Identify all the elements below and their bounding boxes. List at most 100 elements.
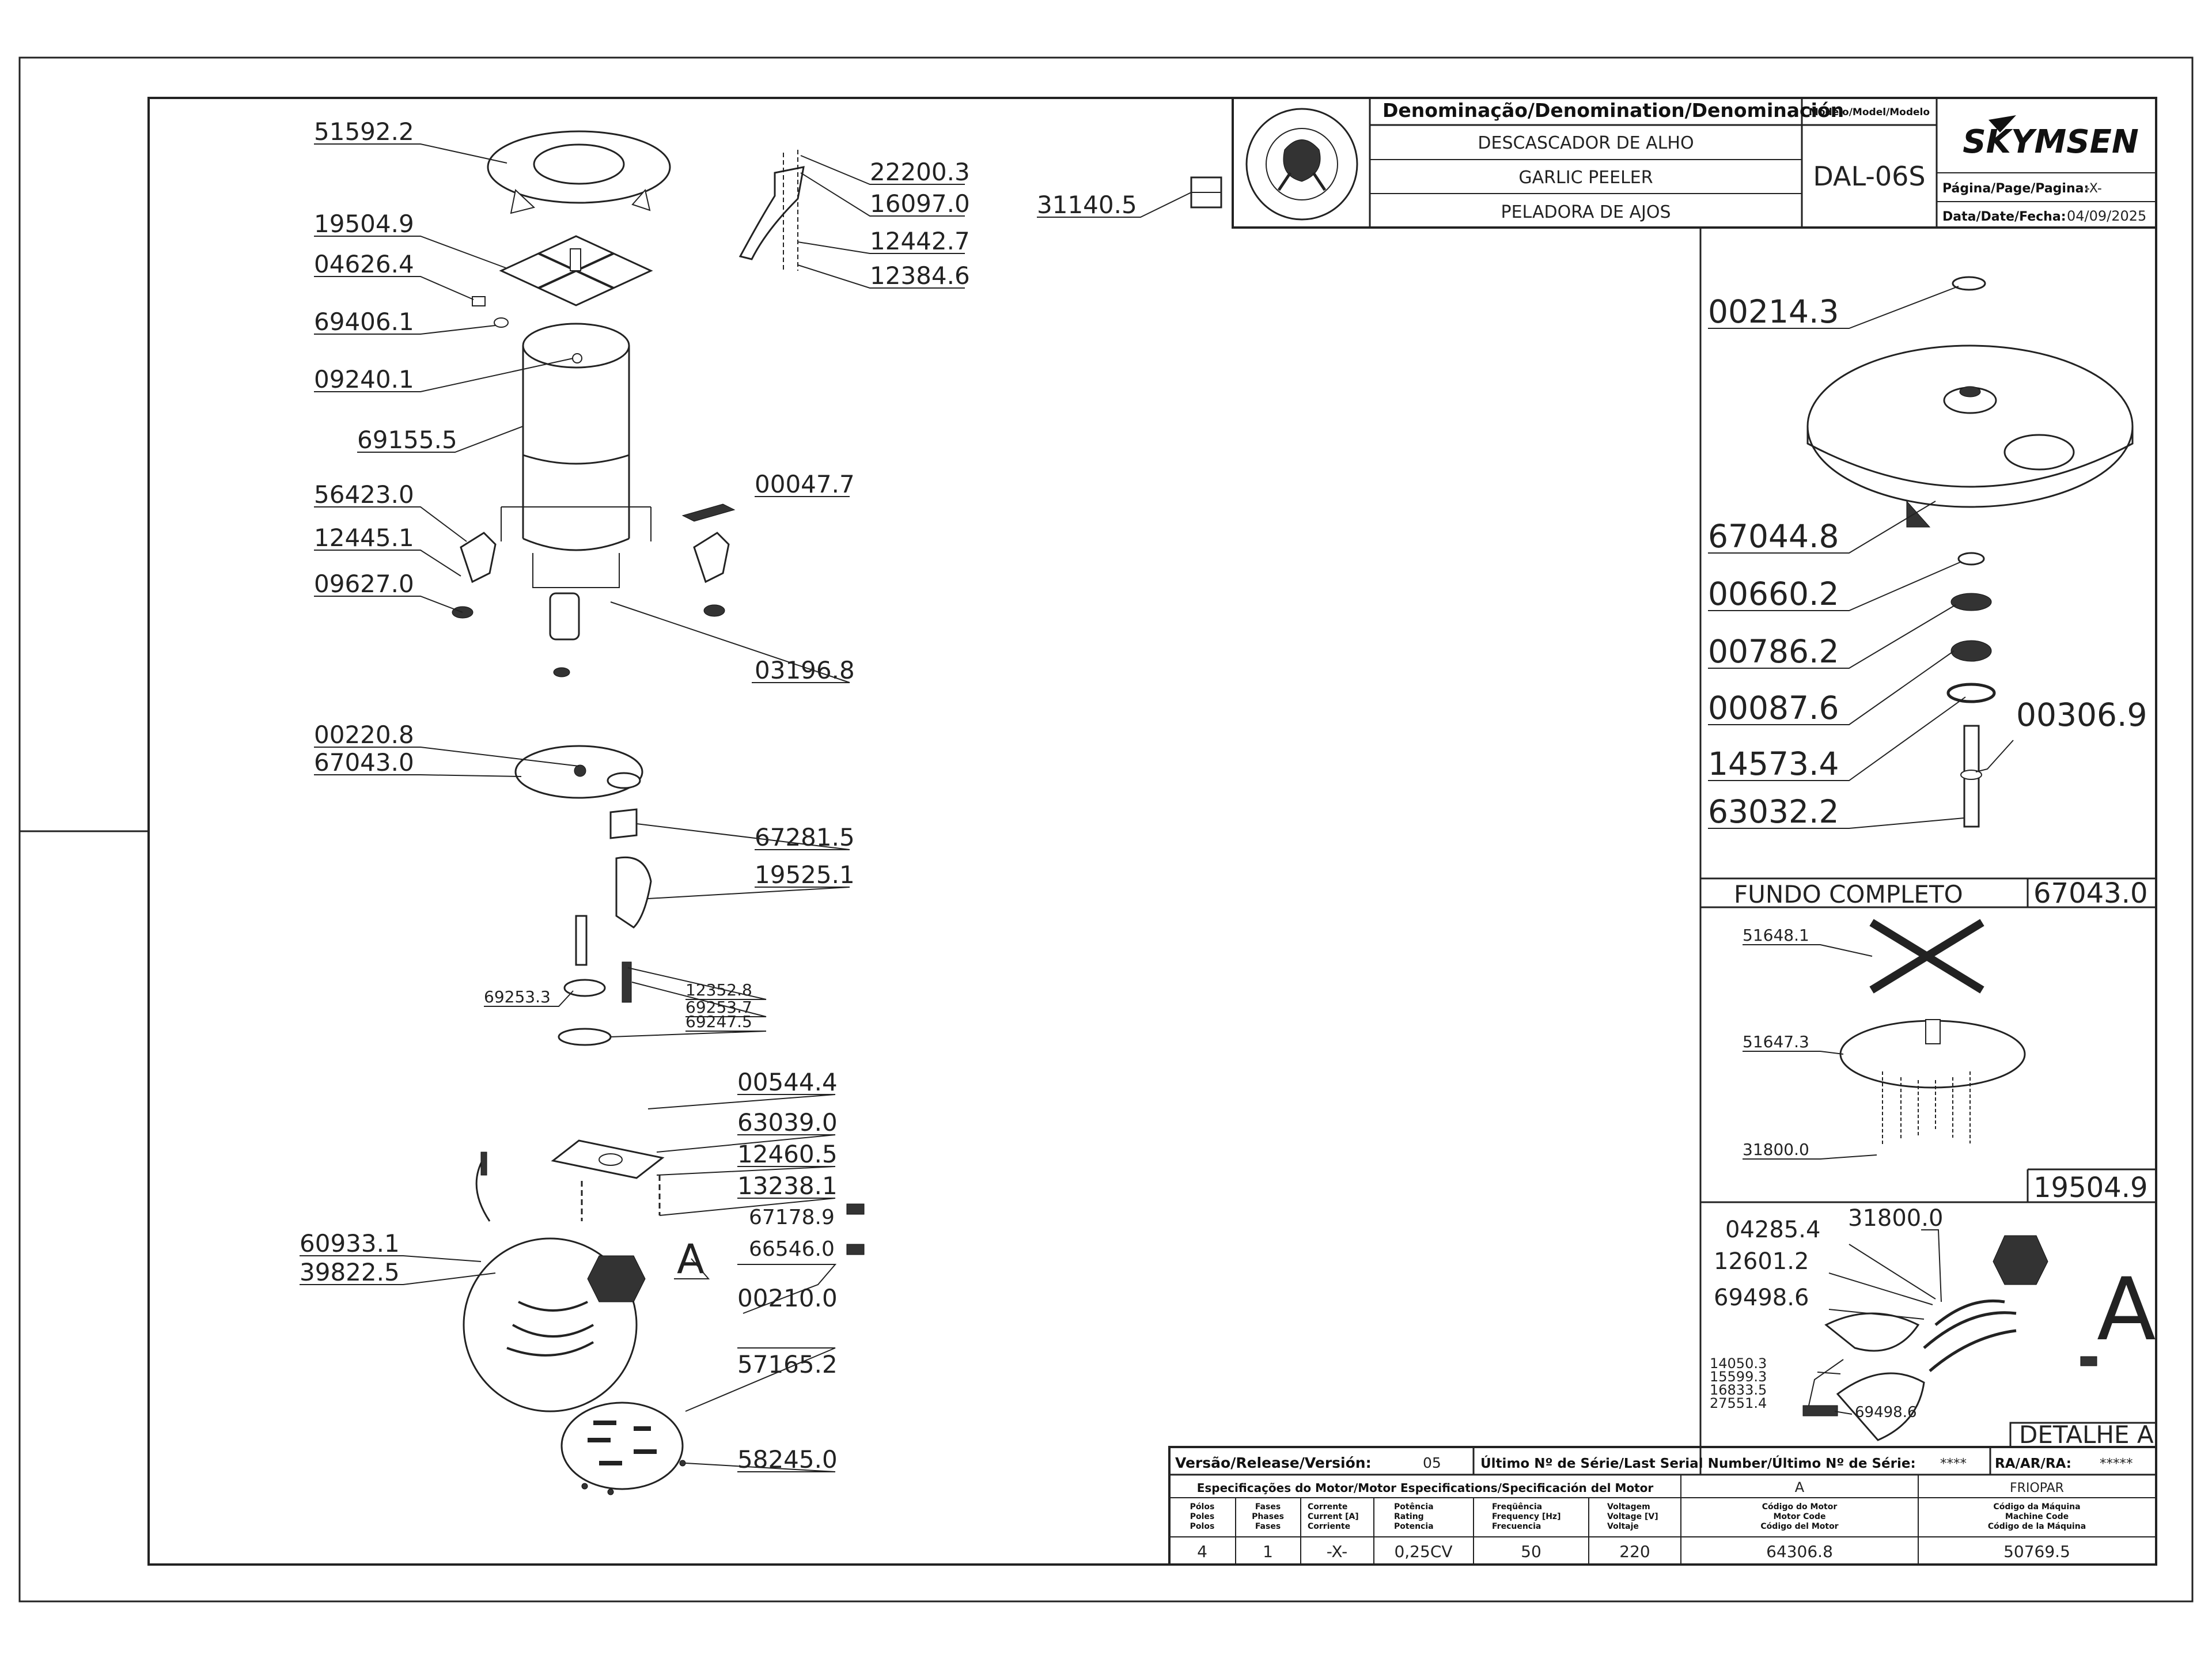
header-line: Potencia (1394, 1522, 1434, 1531)
fundo-code: 67043.0 (2033, 877, 2148, 910)
part-label: 57165.2 (737, 1350, 838, 1378)
denomination-header: Denominação/Denomination/Denominación (1382, 99, 1844, 122)
page-label: Página/Page/Pagina: (1942, 181, 2089, 196)
motor-supplier: FRIOPAR (2010, 1481, 2064, 1495)
header-line: Código do Motor (1762, 1502, 1838, 1512)
part-label: 67281.5 (755, 823, 855, 851)
header-line: Rating (1394, 1512, 1424, 1521)
part-label: 00786.2 (1708, 633, 1839, 670)
header-line: Código de la Máquina (1988, 1522, 2086, 1531)
part-label: 69247.5 (685, 1012, 752, 1031)
authorized-service-seal (1245, 108, 1358, 221)
spec-value: 64306.8 (1766, 1542, 1833, 1561)
part-label: 19504.9 (314, 210, 414, 238)
part-label: 12442.7 (870, 227, 970, 255)
main-part-labels: 51592.2 19504.9 04626.4 69406.1 09240.1 … (300, 118, 1137, 1474)
disc-leader-lines (1708, 286, 2014, 829)
part-label: 13238.1 (737, 1172, 838, 1200)
spec-value: 220 (1619, 1542, 1650, 1561)
part-label: 12460.5 (737, 1140, 838, 1168)
part-label: 03196.8 (755, 656, 855, 684)
part-label: 67178.9 (749, 1206, 835, 1229)
header-line: Machine Code (2005, 1512, 2069, 1521)
part-label: 16833.5 (1710, 1382, 1767, 1398)
part-label: 19525.1 (755, 861, 855, 889)
header-line: Pólos (1190, 1502, 1215, 1512)
detail-marker: A (677, 1236, 704, 1283)
header-line: Current [A] (1308, 1512, 1359, 1521)
part-label: 63032.2 (1708, 793, 1839, 830)
part-label: 00544.4 (737, 1068, 838, 1096)
part-label: 15599.3 (1710, 1369, 1767, 1385)
sheet-frame (18, 56, 2194, 1603)
part-label: 67044.8 (1708, 518, 1839, 555)
spec-value: 50769.5 (2003, 1542, 2070, 1561)
detalhe-a-panel: DETALHE A A 04285.4 31800.0 12601.2 6949… (1699, 1201, 2157, 1476)
part-label: 00306.9 (2016, 696, 2147, 733)
part-label: 12352.8 (685, 980, 752, 999)
header-line: Fases (1255, 1502, 1281, 1512)
header-line: Código del Motor (1760, 1522, 1838, 1531)
lid-part (487, 130, 671, 214)
part-label: 51648.1 (1743, 926, 1809, 945)
header-line: Fases (1255, 1522, 1281, 1531)
part-label: 60933.1 (300, 1229, 400, 1257)
header-line: Frequency [Hz] (1492, 1512, 1560, 1521)
spec-value: 4 (1197, 1542, 1207, 1561)
base-plate (514, 745, 652, 929)
part-label: 00047.7 (755, 470, 855, 498)
part-label: 69498.6 (1855, 1404, 1917, 1421)
fundo-footer-code: 19504.9 (2033, 1172, 2148, 1204)
motor-spec-label: Especificações do Motor/Motor Especifica… (1197, 1481, 1654, 1495)
part-label: 09627.0 (314, 570, 414, 598)
spec-value: -X- (1327, 1542, 1348, 1561)
part-label: 58245.0 (737, 1445, 838, 1474)
diffuser-plate (499, 235, 653, 306)
shaft-and-pulley (558, 915, 632, 1046)
part-label: 69498.6 (1714, 1285, 1809, 1311)
header-line: Voltaje (1607, 1522, 1639, 1531)
part-label: 16097.0 (870, 190, 970, 218)
part-label: 31800.0 (1848, 1205, 1943, 1232)
ra-label: RA/AR/RA: (1995, 1456, 2071, 1471)
part-label: 67043.0 (314, 748, 414, 777)
mounting-brackets (452, 506, 730, 677)
part-label: 56423.0 (314, 480, 414, 509)
part-label: 14573.4 (1708, 745, 1839, 782)
detail-marker-large: A (2097, 1260, 2156, 1360)
header-line: Motor Code (1773, 1512, 1825, 1521)
part-label: 00220.8 (314, 721, 414, 749)
part-label: 00210.0 (737, 1284, 838, 1312)
washer-part (494, 317, 509, 328)
part-label: 00214.3 (1708, 293, 1839, 330)
detail-leader-lines (1808, 1229, 1942, 1415)
bushing-part (472, 296, 486, 306)
header-line: Polos (1190, 1522, 1215, 1531)
part-label: 04285.4 (1725, 1217, 1820, 1243)
header-line: Freqüência (1492, 1502, 1542, 1512)
serial-value: **** (1940, 1456, 1967, 1471)
name-english: GARLIC PEELER (1518, 168, 1653, 188)
disc-assembly-panel: 00214.3 67044.8 00660.2 00786.2 00087.6 … (1699, 228, 2147, 1475)
spec-value: 50 (1521, 1542, 1541, 1561)
part-label: 00660.2 (1708, 575, 1839, 612)
part-label: 69155.5 (357, 426, 457, 454)
model-header: Modelo/Model/Modelo (1809, 107, 1930, 118)
main-leader-lines (300, 143, 1192, 1472)
fundo-completo-panel: FUNDO COMPLETO 67043.0 19504.9 51648.1 5… (1699, 877, 2157, 1204)
part-label: 66546.0 (749, 1237, 835, 1261)
cylinder-body (522, 323, 630, 588)
date-label: Data/Date/Fecha: (1942, 210, 2066, 224)
part-label: 09240.1 (314, 365, 414, 393)
ra-value: ***** (2100, 1456, 2133, 1471)
brand-sticker (681, 503, 736, 522)
header-line: Voltage [V] (1607, 1512, 1658, 1521)
brand-wordmark: SKYMSEN (1963, 123, 2138, 161)
version-value: 05 (1423, 1455, 1441, 1471)
motor-spec-table: Versão/Release/Versión: 05 Último Nº de … (1168, 1446, 2157, 1566)
date-value: 04/09/2025 (2067, 208, 2146, 224)
header-line: Corriente (1308, 1522, 1350, 1531)
motor-plate (551, 1139, 665, 1221)
header-line: Phases (1252, 1512, 1284, 1521)
